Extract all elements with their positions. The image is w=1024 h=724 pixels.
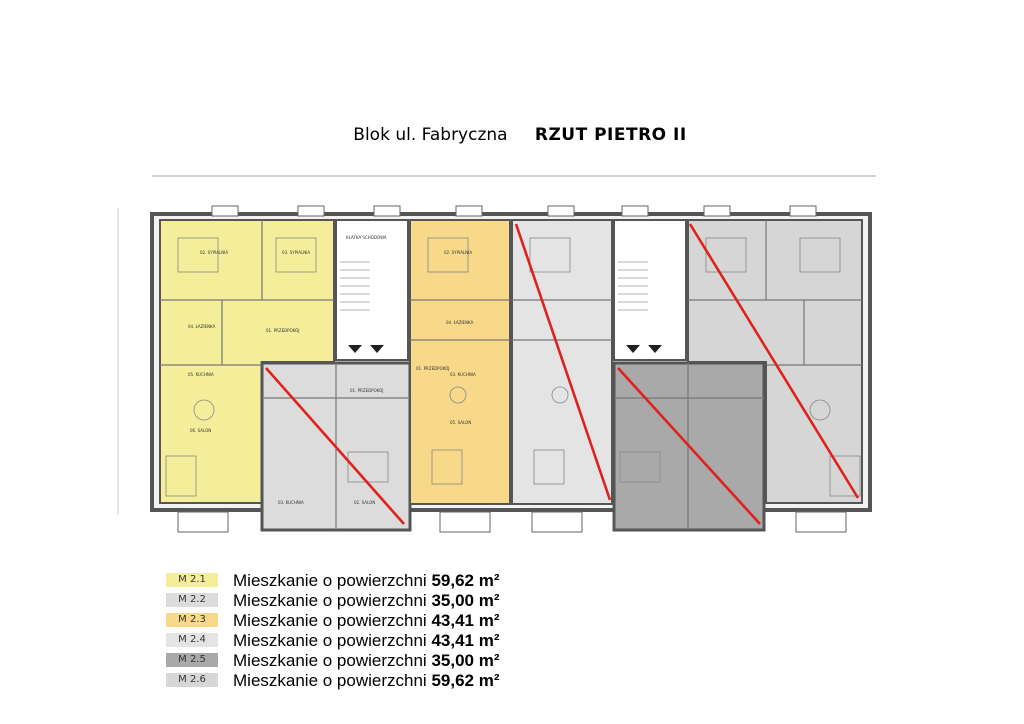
legend-area: 43,41 m² <box>431 631 500 650</box>
legend-label: Mieszkanie o powierzchni <box>233 671 427 690</box>
legend-label: Mieszkanie o powierzchni <box>233 571 427 590</box>
legend-label: Mieszkanie o powierzchni <box>233 631 427 650</box>
legend-swatch: M 2.2 <box>166 593 218 607</box>
drawing-title: Blok ul. Fabryczna RZUT PIETRO II <box>0 124 1024 146</box>
stair-treads <box>340 261 648 311</box>
interior-walls <box>160 220 862 530</box>
room-label: 02. SYPIALNIA <box>444 250 472 255</box>
legend-label: Mieszkanie o powierzchni <box>233 651 427 670</box>
floor-plan-title: RZUT PIETRO II <box>534 125 687 145</box>
staircase-2 <box>613 219 687 361</box>
legend-text: Mieszkanie o powierzchni 35,00 m² <box>233 591 499 611</box>
room-label: 05. KUCHNIA <box>188 372 214 377</box>
room-label: 03. KUCHNIA <box>450 372 476 377</box>
legend-text: Mieszkanie o powierzchni 43,41 m² <box>233 631 499 651</box>
legend-area: 59,62 m² <box>431 571 500 590</box>
room-label: 04. ŁAZIENKA <box>446 320 474 325</box>
legend-label: Mieszkanie o powierzchni <box>233 611 427 630</box>
balconies <box>177 205 847 533</box>
room-label: 05. SALON <box>450 420 471 425</box>
room-label: 04. ŁAZIENKA <box>188 324 216 329</box>
floor-plan: 02. SYPIALNIA 03. SYPIALNIA 04. ŁAZIENKA… <box>117 175 876 533</box>
stair-arrow-icon <box>370 345 384 353</box>
room-label: 01. PRZEDPOKÓJ <box>350 388 383 393</box>
legend-area: 59,62 m² <box>431 671 500 690</box>
legend-text: Mieszkanie o powierzchni 59,62 m² <box>233 571 499 591</box>
room-label: 01. PRZEDPOKÓJ <box>416 366 449 371</box>
apartment-m23 <box>409 219 511 505</box>
staircase-1 <box>335 219 409 361</box>
legend-area: 35,00 m² <box>431 651 500 670</box>
stair-arrow-icon <box>648 345 662 353</box>
legend-area: 43,41 m² <box>431 611 500 630</box>
sold-markers <box>265 223 860 525</box>
furniture <box>165 237 861 497</box>
room-label: 01. PRZEDPOKÓJ <box>266 328 299 333</box>
stair-arrow-icon <box>348 345 362 353</box>
legend-swatch: M 2.1 <box>166 573 218 587</box>
room-label: 02. SALON <box>354 500 375 505</box>
legend-text: Mieszkanie o powierzchni 59,62 m² <box>233 671 499 691</box>
room-label: 02. SYPIALNIA <box>200 250 228 255</box>
room-label: 03. KUCHNIA <box>278 500 304 505</box>
room-label: 06. SALON <box>190 428 211 433</box>
legend-text: Mieszkanie o powierzchni 35,00 m² <box>233 651 499 671</box>
stair-arrow-icon <box>626 345 640 353</box>
legend-swatch: M 2.6 <box>166 673 218 687</box>
legend-swatch: M 2.5 <box>166 653 218 667</box>
room-label: 03. SYPIALNIA <box>282 250 310 255</box>
legend-swatch: M 2.4 <box>166 633 218 647</box>
building-name: Blok ul. Fabryczna <box>353 125 508 145</box>
legend-swatch: M 2.3 <box>166 613 218 627</box>
legend-label: Mieszkanie o powierzchni <box>233 591 427 610</box>
legend-text: Mieszkanie o powierzchni 43,41 m² <box>233 611 499 631</box>
legend-area: 35,00 m² <box>431 591 500 610</box>
room-label: KLATKA SCHODOWA <box>346 235 387 240</box>
room-labels: 02. SYPIALNIA 03. SYPIALNIA 04. ŁAZIENKA… <box>188 235 476 505</box>
